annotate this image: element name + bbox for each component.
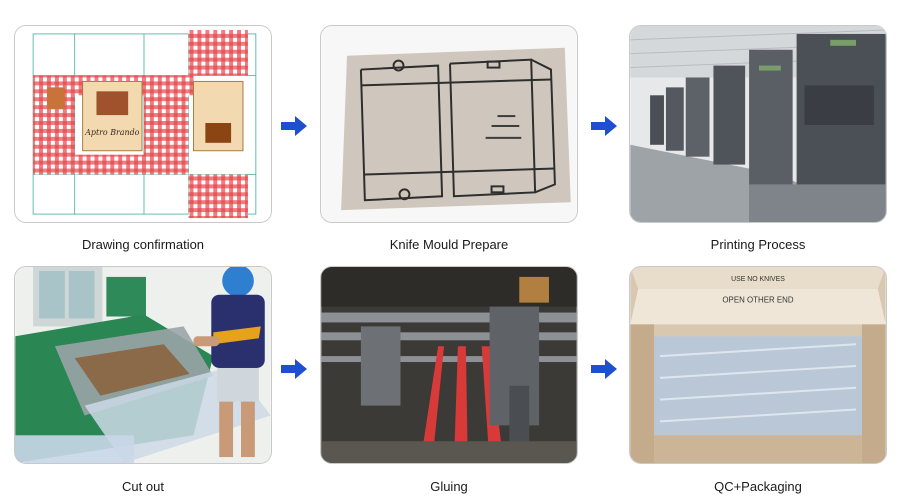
- step-image-cut-out: [14, 266, 272, 464]
- step-caption: Printing Process: [710, 237, 806, 252]
- dieline-drawing-image: Aptro Brando: [15, 26, 271, 222]
- carton-text-flap: OPEN OTHER END: [722, 296, 793, 305]
- step-caption: QC+Packaging: [714, 479, 802, 494]
- arrow-right-icon: [281, 116, 307, 136]
- gluing-machine-image: [321, 267, 577, 463]
- packed-carton-image: USE NO KNIVES OPEN OTHER END: [630, 267, 886, 463]
- arrow-right-icon: [591, 359, 617, 379]
- step-image-knife-mould: [320, 25, 578, 223]
- carton-text-top: USE NO KNIVES: [731, 276, 785, 283]
- step-caption: Gluing: [430, 479, 468, 494]
- step-image-printing-process: [629, 25, 887, 223]
- step-caption: Drawing confirmation: [81, 237, 205, 252]
- arrow-right-icon: [591, 116, 617, 136]
- printing-press-image: [630, 26, 886, 222]
- knife-mould-board-image: [321, 26, 577, 222]
- arrow-right-icon: [281, 359, 307, 379]
- box-print-text: Aptro Brando: [84, 128, 139, 137]
- step-image-gluing: [320, 266, 578, 464]
- step-caption: Cut out: [122, 479, 164, 494]
- step-image-qc-packaging: USE NO KNIVES OPEN OTHER END: [629, 266, 887, 464]
- step-caption: Knife Mould Prepare: [389, 237, 509, 252]
- step-image-drawing-confirmation: Aptro Brando: [14, 25, 272, 223]
- die-cutting-machine-image: [15, 267, 271, 463]
